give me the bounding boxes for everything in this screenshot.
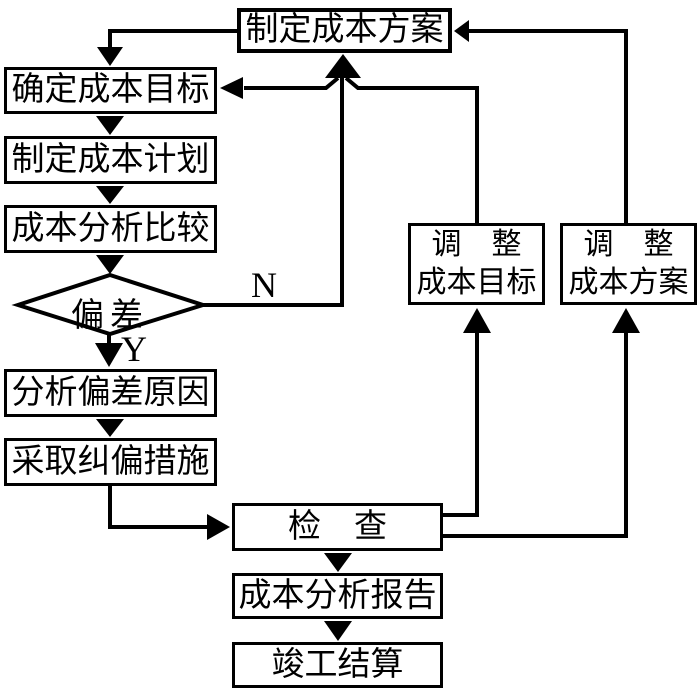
node-check: 检 查 — [232, 503, 443, 551]
edge-check-to-adjust-plan — [443, 308, 640, 538]
edge-adjust-target-loop — [220, 76, 479, 223]
node-adjust-target-line2: 成本目标 — [416, 266, 537, 299]
branch-label-yes: Y — [121, 329, 147, 369]
node-cost-compare-label: 成本分析比较 — [11, 210, 210, 247]
node-corrective: 采取纠偏措施 — [4, 438, 217, 486]
edge-report-to-settlement — [324, 621, 352, 641]
node-make-plan-label: 制定成本方案 — [245, 12, 444, 49]
node-deviation-label: 偏差 — [71, 298, 149, 334]
node-settlement-label: 竣工结算 — [271, 646, 404, 683]
edge-cost-compare-to-deviation — [96, 255, 124, 274]
node-analyze-cause-label: 分析偏差原因 — [11, 374, 210, 411]
edge-check-to-report — [324, 553, 352, 572]
edge-analyze-cause-to-corrective — [96, 419, 124, 437]
edge-make-cost-plan-to-cost-compare — [96, 186, 124, 204]
node-set-target: 确定成本目标 — [4, 67, 217, 114]
edge-adjust-plan-to-make-plan — [454, 20, 628, 223]
node-analyze-cause: 分析偏差原因 — [4, 369, 217, 417]
node-adjust-target: 调 整 成本目标 — [408, 223, 545, 305]
node-adjust-plan: 调 整 成本方案 — [560, 223, 697, 305]
node-adjust-plan-line2: 成本方案 — [568, 266, 689, 299]
node-make-plan: 制定成本方案 — [237, 8, 452, 53]
node-check-label: 检 查 — [288, 508, 387, 545]
node-report-label: 成本分析报告 — [238, 577, 437, 614]
edge-check-to-adjust-target — [443, 308, 491, 517]
edge-set-target-to-make-cost-plan — [96, 116, 124, 135]
node-report: 成本分析报告 — [232, 573, 443, 619]
node-cost-compare: 成本分析比较 — [4, 205, 217, 253]
node-make-cost-plan-label: 制定成本计划 — [11, 141, 210, 178]
node-settlement: 竣工结算 — [232, 642, 443, 688]
node-corrective-label: 采取纠偏措施 — [11, 443, 210, 480]
edge-make-plan-to-set-target — [97, 29, 237, 66]
node-set-target-label: 确定成本目标 — [11, 72, 210, 109]
branch-label-no: N — [251, 265, 277, 305]
edge-deviation-no-to-make-plan — [203, 54, 361, 307]
node-make-cost-plan: 制定成本计划 — [4, 136, 217, 184]
edge-deviation-yes-to-analyze-cause — [95, 334, 123, 367]
node-adjust-target-line1: 调 整 — [431, 228, 522, 261]
node-adjust-plan-line1: 调 整 — [583, 228, 674, 261]
edge-corrective-to-check — [108, 486, 230, 540]
